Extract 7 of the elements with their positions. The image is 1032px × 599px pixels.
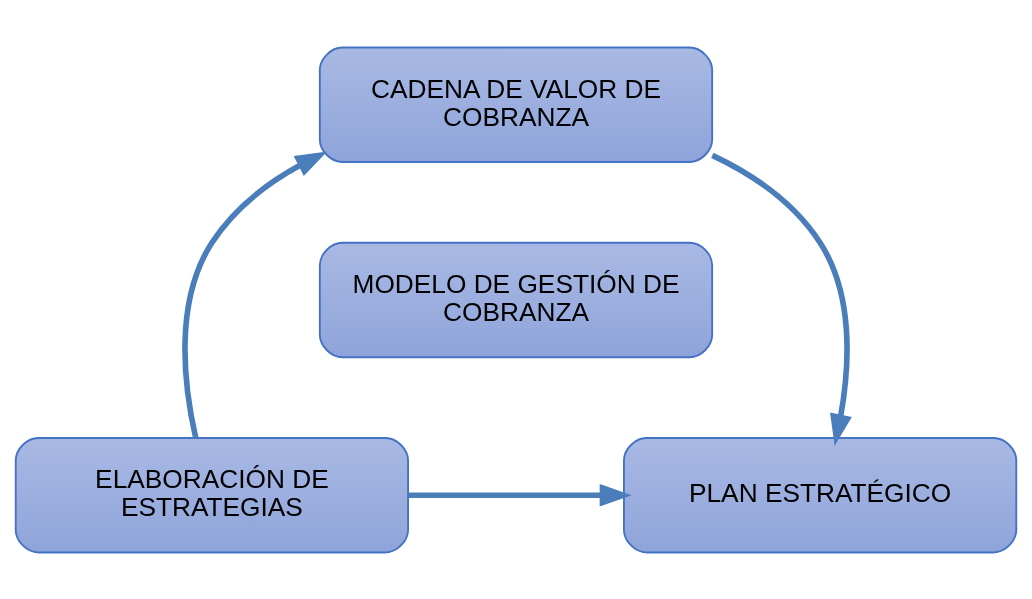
arrow xyxy=(182,151,328,438)
arrow xyxy=(408,483,632,506)
node-box: PLAN ESTRATÉGICO xyxy=(623,436,1018,553)
node-box: CADENA DE VALOR DE COBRANZA xyxy=(318,46,714,163)
node-box: MODELO DE GESTIÓN DE COBRANZA xyxy=(318,241,714,358)
node-box: ELABORACIÓN DE ESTRATEGIAS xyxy=(14,436,409,553)
arrow xyxy=(711,152,852,446)
